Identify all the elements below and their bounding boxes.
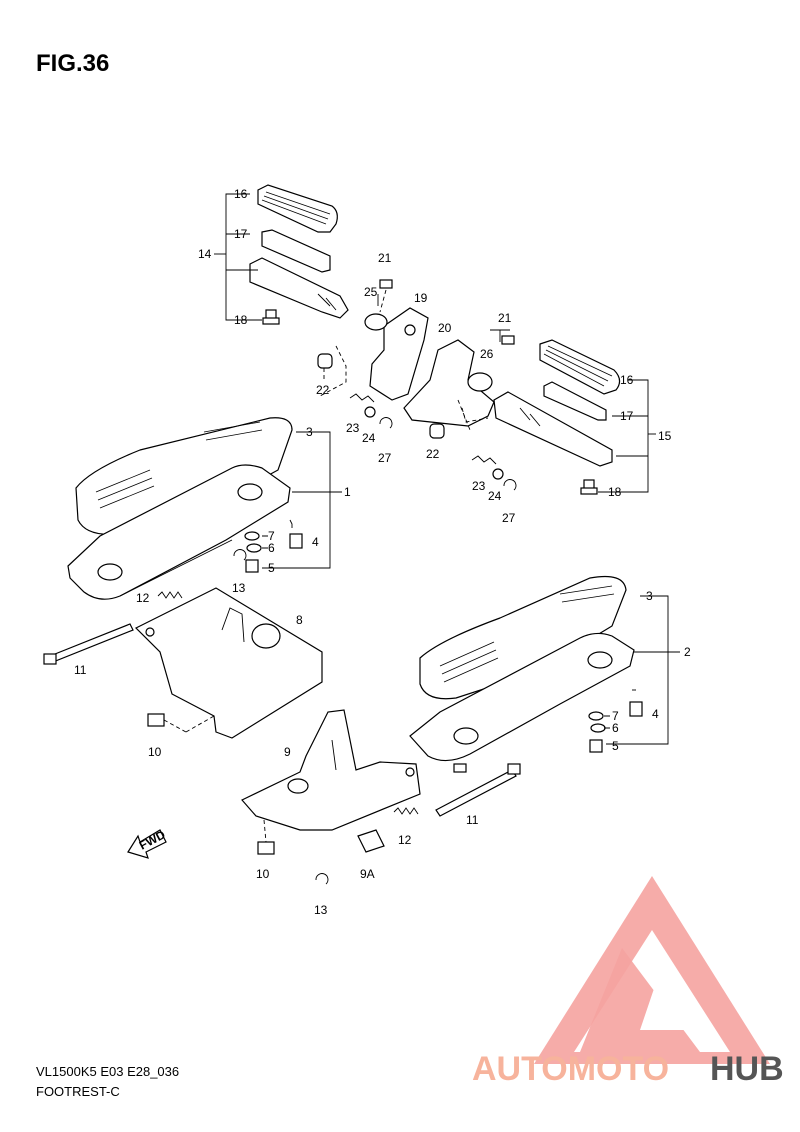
callout-2: 2 (684, 645, 691, 659)
footrest-pad-upper-right (539, 339, 621, 395)
spring-23-left (349, 393, 376, 418)
callout-15: 15 (658, 429, 672, 443)
callout-24-left: 24 (362, 431, 376, 445)
callout-9a: 9A (360, 867, 375, 881)
bracket-8 (134, 587, 323, 739)
bolt-21-left (379, 279, 393, 313)
watermark-text-automoto: AUTOMOTO (472, 1050, 669, 1088)
callout-10-lower: 10 (256, 867, 270, 881)
bolt-10-lower (257, 819, 275, 855)
callout-5-left: 5 (268, 561, 275, 575)
bracket-19 (369, 307, 429, 401)
footrest-rubber-upper-left (261, 229, 331, 273)
washers-6-7-left (244, 531, 262, 573)
callout-14: 14 (198, 247, 212, 261)
callout-17-right: 17 (620, 409, 634, 423)
callout-labels: 16 17 14 18 21 25 19 22 23 24 27 20 21 2… (74, 187, 691, 917)
washer-26 (467, 372, 493, 392)
callout-26: 26 (480, 347, 494, 361)
clip-13-left (233, 549, 247, 561)
clip-27-right (503, 479, 517, 491)
spring-12-left (157, 591, 183, 599)
callout-1: 1 (344, 485, 351, 499)
callout-22-right: 22 (426, 447, 440, 461)
callout-11-right: 11 (466, 813, 479, 827)
callout-12-right: 12 (398, 833, 412, 847)
callout-18-right: 18 (608, 485, 622, 499)
callout-21-right: 21 (498, 311, 512, 325)
footrest-rubber-upper-right (543, 381, 607, 421)
footrest-pad-upper-left (257, 184, 338, 233)
spring-12-right (393, 807, 419, 815)
clip-27-left (379, 417, 393, 429)
bolt-18-upper-right (580, 479, 598, 495)
callout-25: 25 (364, 285, 378, 299)
washers-6-7-right (588, 711, 606, 753)
callout-23-left: 23 (346, 421, 360, 435)
callout-18-left: 18 (234, 313, 248, 327)
plate-9a (357, 829, 385, 853)
spring-23-right (471, 455, 504, 480)
callout-3-right: 3 (646, 589, 653, 603)
bolt-11-right (435, 763, 521, 817)
callout-6-left: 6 (268, 541, 275, 555)
figure-title: FIG.36 (36, 50, 110, 77)
callout-10-upper: 10 (148, 745, 162, 759)
callout-19: 19 (414, 291, 428, 305)
callout-3-left: 3 (306, 425, 313, 439)
callout-5-right: 5 (612, 739, 619, 753)
callout-7-right: 7 (612, 709, 619, 723)
floorboard-plate-right (409, 632, 635, 773)
pivot-22-right (429, 423, 445, 439)
callout-23-right: 23 (472, 479, 486, 493)
washer-25 (364, 313, 388, 331)
fwd-arrow-icon (127, 829, 167, 859)
figure-name: FOOTREST-C (36, 1084, 120, 1099)
callout-8: 8 (296, 613, 303, 627)
callout-13-left: 13 (232, 581, 246, 595)
callout-13-lower: 13 (314, 903, 328, 917)
watermark-text-hub: HUB (710, 1050, 784, 1088)
floorboard-rubber-right (419, 575, 627, 700)
bracket-9 (241, 709, 421, 831)
bolt-21-right (501, 335, 515, 345)
callout-16-right: 16 (620, 373, 634, 387)
callout-7-left: 7 (268, 529, 275, 543)
callout-11-left: 11 (74, 663, 87, 677)
callout-16-left: 16 (234, 187, 248, 201)
callout-27-right: 27 (502, 511, 516, 525)
callout-4-right: 4 (652, 707, 659, 721)
callout-17-left: 17 (234, 227, 248, 241)
callout-21-left: 21 (378, 251, 392, 265)
figure-code: VL1500K5 E03 E28_036 (36, 1064, 180, 1079)
leader-lines (185, 193, 680, 745)
callout-6-right: 6 (612, 721, 619, 735)
callout-22-left: 22 (316, 383, 330, 397)
callout-27-left: 27 (378, 451, 392, 465)
callout-20: 20 (438, 321, 452, 335)
bolt-4-left (289, 533, 303, 549)
watermark-logo (534, 876, 770, 1064)
floorboard-plate-left (67, 464, 291, 600)
callout-9: 9 (284, 745, 291, 759)
bolt-11-left (43, 623, 134, 665)
pivot-22-left (317, 353, 333, 369)
footrest-bar-upper-left (249, 257, 349, 319)
callout-12-left: 12 (136, 591, 150, 605)
bolt-4-right (629, 701, 643, 717)
bolt-10-upper (147, 713, 187, 733)
callout-24-right: 24 (488, 489, 502, 503)
callout-4-left: 4 (312, 535, 319, 549)
footrest-bar-upper-right (493, 391, 613, 467)
bolt-18-upper-left (262, 309, 280, 325)
clip-13-lower (315, 873, 329, 885)
